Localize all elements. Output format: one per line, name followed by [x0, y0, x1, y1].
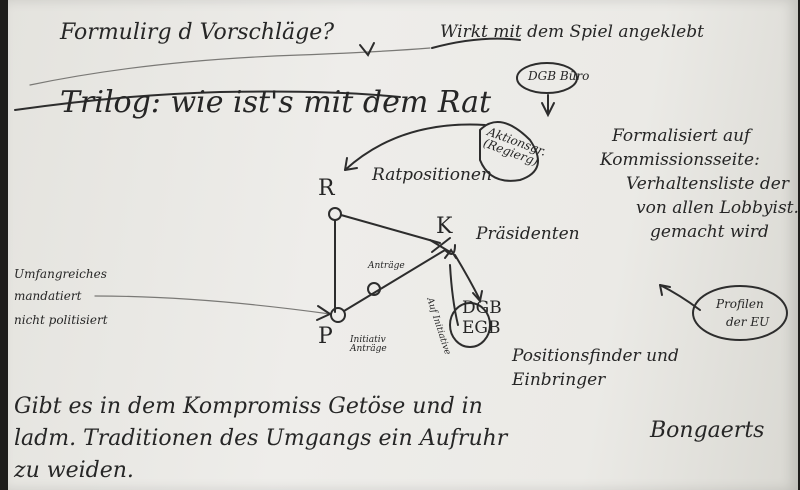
- note-dgb-buero: DGB Büro: [528, 69, 590, 83]
- note-left-1: Umfangreiches: [14, 267, 107, 281]
- note-text-top: Formulirg d Vorschläge?: [60, 20, 335, 45]
- note-initiativ-antraege: Initiativ Anträge: [350, 335, 387, 354]
- note-formalisiert-2: Kommissionsseite:: [600, 150, 760, 170]
- note-positionsfinder-1: Positionsfinder und: [512, 346, 679, 366]
- note-ratpositionen: Ratpositionen: [372, 165, 492, 185]
- node-label-r: R: [318, 176, 335, 201]
- note-formalisiert-5: gemacht wird: [650, 222, 769, 242]
- note-signature: Bongaerts: [650, 418, 765, 443]
- note-dgb: DGB: [462, 298, 502, 318]
- note-praesidenten: Präsidenten: [476, 224, 580, 244]
- note-profilen-1: Profilen: [716, 297, 764, 311]
- note-left-3: nicht politisiert: [14, 313, 108, 327]
- note-formalisiert-3: Verhaltensliste der: [626, 174, 789, 194]
- note-bottom-2: ladm. Traditionen des Umgangs ein Aufruh…: [14, 426, 508, 451]
- node-label-k: K: [436, 214, 453, 239]
- note-formalisiert-1: Formalisiert auf: [612, 126, 751, 146]
- note-positionsfinder-2: Einbringer: [512, 370, 606, 390]
- handwritten-notes-page: [8, 0, 798, 490]
- note-profilen-2: der EU: [726, 315, 770, 329]
- note-heading-trilog: Trilog: wie ist's mit dem Rat: [60, 85, 492, 120]
- node-label-p: P: [318, 324, 333, 349]
- note-antraege: Anträge: [368, 261, 405, 271]
- note-egb: EGB: [462, 318, 501, 338]
- note-bottom-1: Gibt es in dem Kompromiss Getöse und in: [14, 394, 483, 419]
- note-left-2: mandatiert: [14, 289, 82, 303]
- note-bottom-3: zu weiden.: [14, 458, 134, 483]
- note-text-top-right: Wirkt mit dem Spiel angeklebt: [440, 22, 704, 42]
- note-formalisiert-4: von allen Lobbyist.: [636, 198, 799, 218]
